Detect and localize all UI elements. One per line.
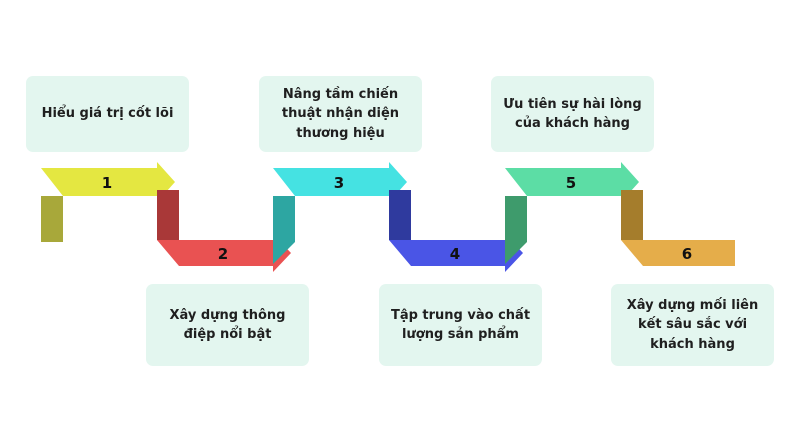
step-5-arrow — [505, 162, 639, 202]
step-2-label: Xây dựng thông điệp nổi bật — [169, 307, 286, 343]
step-4-card: Tập trung vào chất lượng sản phẩm — [379, 284, 542, 366]
step-1-card: Hiểu giá trị cốt lõi — [26, 76, 189, 152]
step-3-fold — [273, 196, 295, 264]
step-5-label: Ưu tiên sự hài lòng của khách hàng — [503, 96, 642, 132]
step-5-card: Ưu tiên sự hài lòng của khách hàng — [491, 76, 654, 152]
step-2-arrow — [157, 234, 291, 272]
step-1-arrow — [41, 162, 175, 202]
step-5-number: 5 — [566, 174, 576, 192]
step-4-label: Tập trung vào chất lượng sản phẩm — [390, 307, 531, 343]
step-2-fold — [157, 190, 179, 240]
step-2-number: 2 — [218, 245, 228, 263]
step-1-number: 1 — [102, 174, 112, 192]
step-6-card: Xây dựng mối liên kết sâu sắc với khách … — [611, 284, 774, 366]
step-3-card: Nâng tầm chiến thuật nhận diện thương hi… — [259, 76, 422, 152]
step-6-number: 6 — [682, 245, 692, 263]
step-4-number: 4 — [450, 245, 460, 263]
step-3-arrow — [273, 162, 407, 202]
step-4-arrow — [389, 234, 523, 272]
step-3-number: 3 — [334, 174, 344, 192]
step-6-label: Xây dựng mối liên kết sâu sắc với khách … — [626, 297, 759, 352]
step-1-label: Hiểu giá trị cốt lõi — [41, 106, 174, 122]
step-3-label: Nâng tầm chiến thuật nhận diện thương hi… — [281, 86, 400, 141]
step-4-fold — [389, 190, 411, 240]
step-6-arrow — [621, 240, 735, 266]
step-1-fold — [41, 196, 63, 242]
step-5-fold — [505, 196, 527, 264]
step-6-fold — [621, 190, 643, 240]
step-2-card: Xây dựng thông điệp nổi bật — [146, 284, 309, 366]
